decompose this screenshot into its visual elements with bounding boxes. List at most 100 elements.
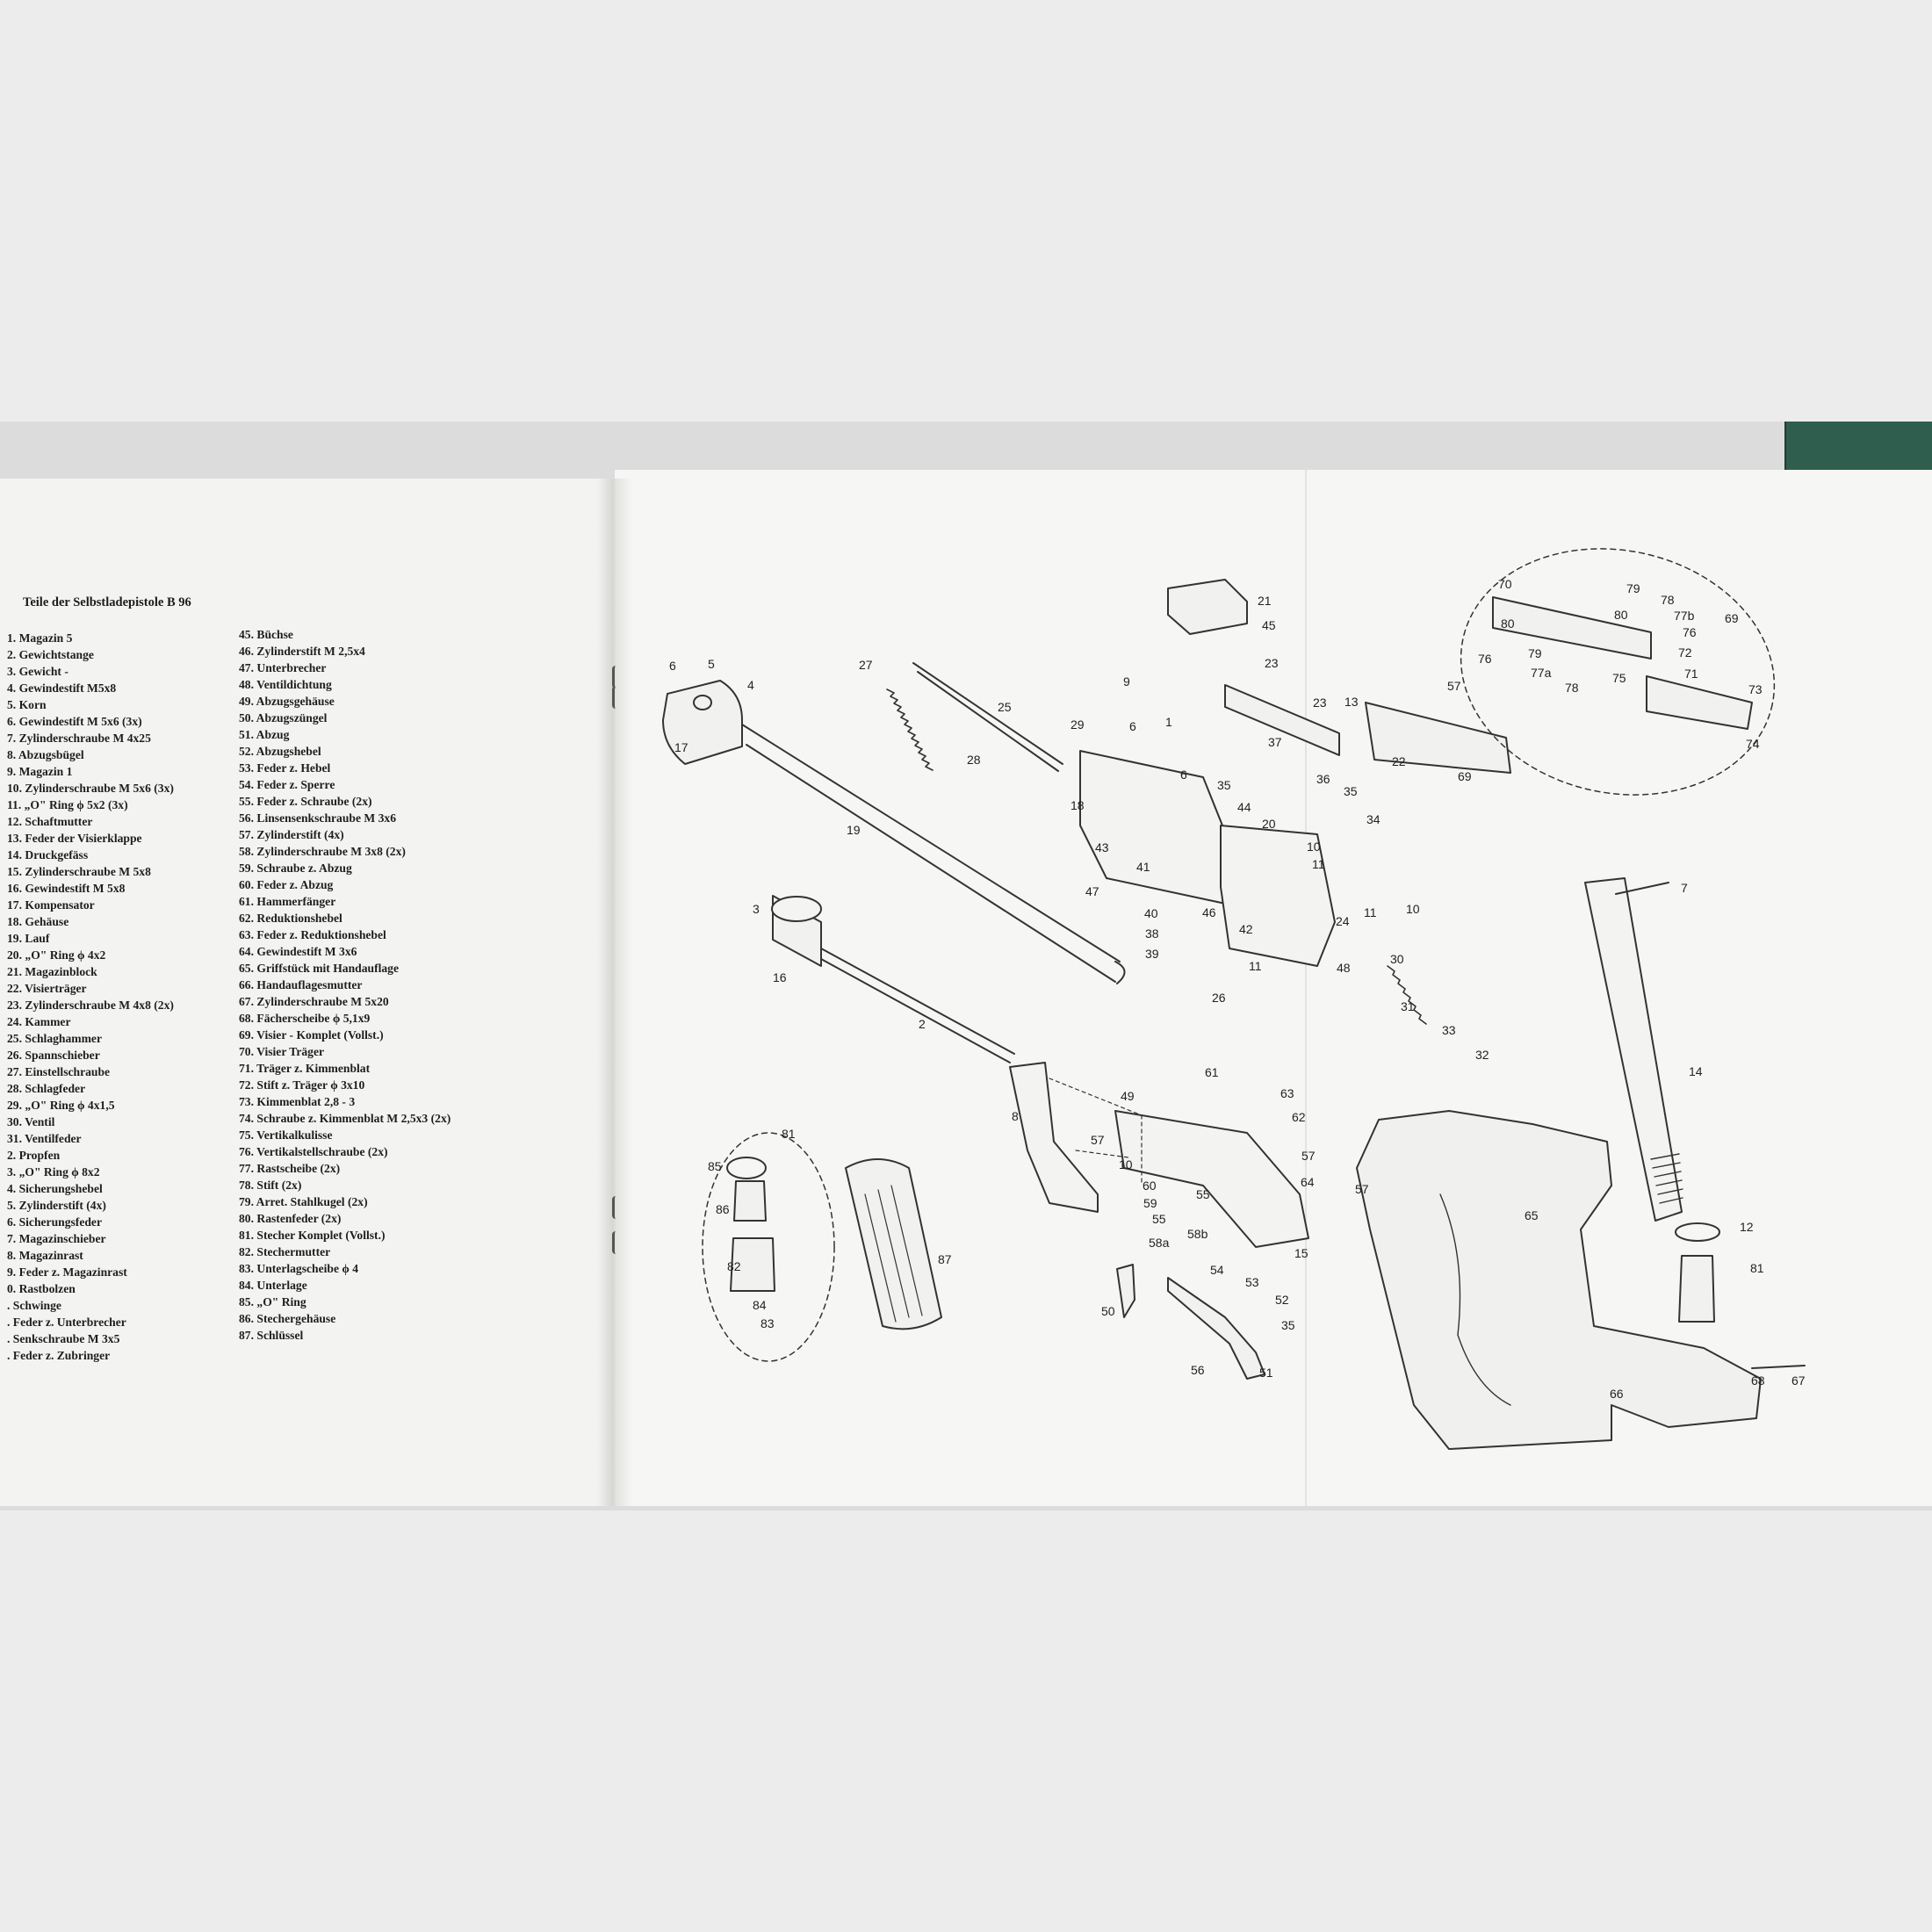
- parts-list-item: . Senkschraube M 3x5: [7, 1332, 120, 1345]
- part-callout: 44: [1237, 800, 1251, 814]
- part-callout: 22: [1392, 754, 1406, 768]
- part-callout: 50: [1101, 1304, 1115, 1318]
- part-callout: 19: [847, 823, 861, 837]
- part-callout: 37: [1268, 735, 1282, 749]
- stecher-parts: [726, 1157, 775, 1292]
- parts-list-item: 14. Druckgefäss: [7, 848, 89, 861]
- compensator-part: [662, 680, 743, 765]
- part-callout: 76: [1683, 625, 1697, 639]
- binding-staple: [612, 686, 620, 709]
- barrel-part: [741, 724, 1126, 984]
- parts-list-item: 27. Einstellschraube: [7, 1065, 111, 1078]
- parts-list-item: 69. Visier - Komplet (Vollst.): [239, 1028, 384, 1042]
- part-callout: 57: [1091, 1133, 1105, 1147]
- parts-list-item: 19. Lauf: [7, 932, 50, 945]
- part-callout: 13: [1344, 695, 1359, 709]
- part-callout: 54: [1210, 1263, 1224, 1277]
- part-callout: 35: [1281, 1318, 1295, 1332]
- part-callout: 21: [1258, 594, 1272, 608]
- parts-list-item: 9. Magazin 1: [7, 765, 73, 778]
- part-callout: 51: [1259, 1366, 1273, 1380]
- parts-list-item: 9. Feder z. Magazinrast: [7, 1265, 127, 1279]
- parts-list-item: 57. Zylinderstift (4x): [239, 828, 344, 841]
- part-callout: 15: [1294, 1246, 1308, 1260]
- parts-list-item: 60. Feder z. Abzug: [239, 878, 334, 891]
- parts-list-item: 64. Gewindestift M 3x6: [239, 945, 357, 958]
- parts-list-column-2: 45. Büchse 46. Zylinderstift M 2,5x4 47. U…: [239, 626, 451, 1344]
- block-21: [1167, 579, 1248, 635]
- part-callout: 63: [1280, 1086, 1294, 1100]
- part-callout: 58b: [1187, 1227, 1208, 1241]
- binding-staple: [612, 666, 620, 688]
- part-callout: 8: [1012, 1109, 1019, 1123]
- parts-list-item: 2. Gewichtstange: [7, 648, 94, 661]
- part-callout: 43: [1095, 840, 1109, 854]
- binding-staple: [612, 1231, 620, 1254]
- parts-list-item: 45. Büchse: [239, 628, 293, 641]
- parts-list-item: 55. Feder z. Schraube (2x): [239, 795, 372, 808]
- parts-list-item: 80. Rastenfeder (2x): [239, 1212, 342, 1225]
- part-callout: 69: [1725, 611, 1739, 625]
- part-callout: 75: [1612, 671, 1626, 685]
- parts-list-item: 79. Arret. Stahlkugel (2x): [239, 1195, 368, 1208]
- part-callout: 70: [1498, 577, 1512, 591]
- spring-31: [1387, 965, 1427, 1025]
- left-page: [0, 479, 615, 1506]
- part-callout: 65: [1525, 1208, 1539, 1222]
- part-callout: 45: [1262, 618, 1276, 632]
- part-callout: 69: [1458, 769, 1472, 783]
- part-callout: 62: [1292, 1110, 1306, 1124]
- part-callout: 47: [1085, 884, 1099, 898]
- part-callout: 23: [1313, 696, 1327, 710]
- parts-list-item: 52. Abzugshebel: [239, 745, 321, 758]
- part-callout: 10: [1307, 840, 1321, 854]
- parts-list-item: 30. Ventil: [7, 1115, 55, 1128]
- part-callout: 66: [1610, 1387, 1624, 1401]
- parts-list-item: 0. Rastbolzen: [7, 1282, 76, 1295]
- part-callout: 58a: [1149, 1236, 1170, 1250]
- part-callout: 7: [1681, 881, 1688, 895]
- parts-list-item: 7. Magazinschieber: [7, 1232, 106, 1245]
- parts-list-item: 68. Fächerscheibe ϕ 5,1x9: [239, 1012, 371, 1025]
- parts-list-item: 53. Feder z. Hebel: [239, 761, 331, 775]
- part-callout: 55: [1196, 1187, 1210, 1201]
- screw-67: [1751, 1365, 1806, 1369]
- parts-list-item: . Schwinge: [7, 1299, 61, 1312]
- parts-list-item: 6. Sicherungsfeder: [7, 1215, 102, 1229]
- part-callout: 77b: [1674, 609, 1695, 623]
- parts-list-item: 24. Kammer: [7, 1015, 71, 1028]
- parts-list-item: 18. Gehäuse: [7, 915, 69, 928]
- stecher-assembly: [702, 1132, 835, 1362]
- part-callout: 10: [1119, 1157, 1133, 1171]
- pressure-vessel-14: [1584, 877, 1683, 1222]
- parts-list-item: 54. Feder z. Sperre: [239, 778, 335, 791]
- page-fold: [1305, 470, 1307, 1506]
- part-callout: 61: [1205, 1065, 1219, 1079]
- parts-list-item: 5. Zylinderstift (4x): [7, 1199, 106, 1212]
- parts-list-item: 65. Griffstück mit Handauflage: [239, 962, 400, 975]
- parts-list-item: 8. Abzugsbügel: [7, 748, 84, 761]
- part-callout: 29: [1071, 717, 1085, 732]
- part-callout: 16: [773, 970, 787, 984]
- parts-list-item: 71. Träger z. Kimmenblat: [239, 1062, 371, 1075]
- parts-list-item: 46. Zylinderstift M 2,5x4: [239, 645, 365, 658]
- part-callout: 34: [1366, 812, 1381, 826]
- parts-list-item: 47. Unterbrecher: [239, 661, 327, 674]
- parts-list-item: 87. Schlüssel: [239, 1329, 304, 1342]
- parts-list-item: 16. Gewindestift M 5x8: [7, 882, 126, 895]
- part-callout: 35: [1217, 778, 1231, 792]
- part-callout: 87: [938, 1252, 952, 1266]
- parts-list-item: 75. Vertikalkulisse: [239, 1128, 333, 1142]
- part-callout: 67: [1791, 1373, 1806, 1388]
- parts-list-item: 22. Visierträger: [7, 982, 87, 995]
- part-callout: 4: [747, 678, 754, 692]
- leader-lines: [1049, 1078, 1143, 1186]
- parts-list-item: 20. „O" Ring ϕ 4x2: [7, 948, 106, 962]
- part-callout: 40: [1144, 906, 1158, 920]
- parts-list-item: 77. Rastscheibe (2x): [239, 1162, 341, 1175]
- part-callout: 30: [1390, 952, 1404, 966]
- part-callout: 57: [1447, 679, 1461, 693]
- part-callout: 12: [1740, 1220, 1754, 1234]
- parts-list-item: 63. Feder z. Reduktionshebel: [239, 928, 386, 941]
